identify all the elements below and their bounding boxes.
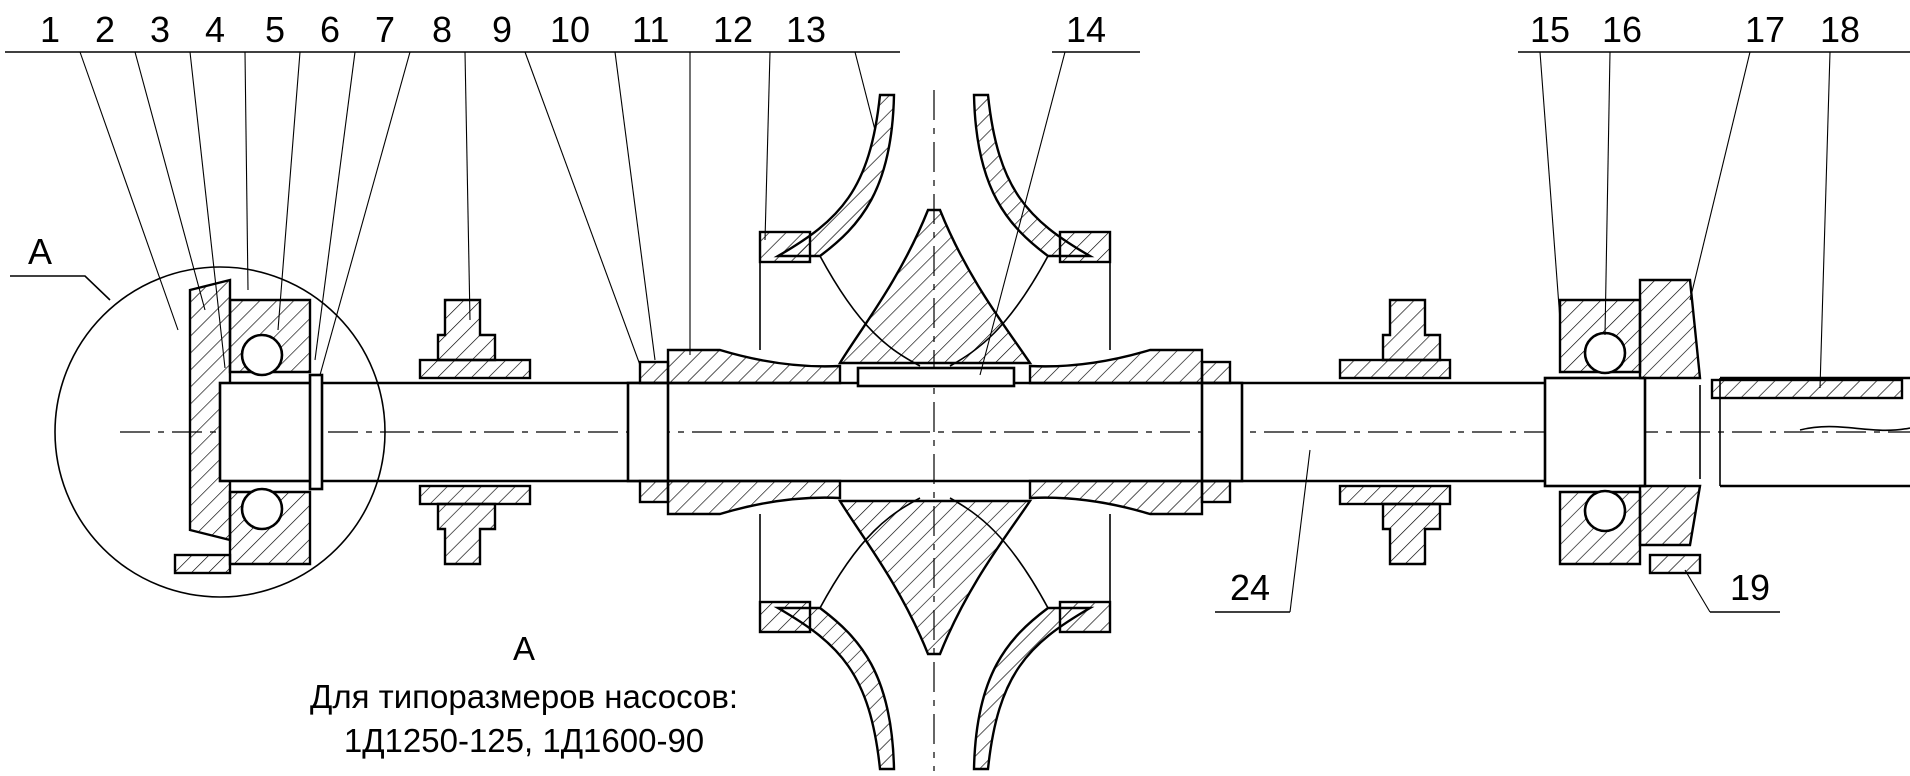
part-callouts: 1 2 3 4 5 6 7 8 9 10 11 12 13 14 15 16 1… <box>40 9 1860 608</box>
caption-title: A <box>513 630 535 667</box>
callout-3: 3 <box>150 9 170 50</box>
callout-1: 1 <box>40 9 60 50</box>
callout-7: 7 <box>375 9 395 50</box>
callout-18: 18 <box>1820 9 1860 50</box>
callout-10: 10 <box>550 9 590 50</box>
callout-6: 6 <box>320 9 340 50</box>
callout-14: 14 <box>1066 9 1106 50</box>
left-bearing-assembly <box>173 278 324 575</box>
callout-2: 2 <box>95 9 115 50</box>
callout-16: 16 <box>1602 9 1642 50</box>
callout-8: 8 <box>432 9 452 50</box>
detail-label: A <box>28 231 52 272</box>
impeller <box>666 93 1204 771</box>
callout-24: 24 <box>1230 567 1270 608</box>
callout-12: 12 <box>713 9 753 50</box>
callout-9: 9 <box>492 9 512 50</box>
shaft <box>320 376 1910 488</box>
detail-a-circle <box>54 266 386 598</box>
callout-4: 4 <box>205 9 225 50</box>
callout-13: 13 <box>786 9 826 50</box>
caption: A Для типоразмеров насосов: 1Д1250-125, … <box>310 630 738 759</box>
callout-17: 17 <box>1745 9 1785 50</box>
caption-line-1: Для типоразмеров насосов: <box>310 678 738 715</box>
callout-11: 11 <box>632 9 669 50</box>
caption-line-2: 1Д1250-125, 1Д1600-90 <box>344 722 704 759</box>
callout-5: 5 <box>265 9 285 50</box>
left-gland <box>418 298 532 566</box>
right-gland <box>1338 298 1452 566</box>
leader-lines <box>5 51 1910 613</box>
shaft-nuts <box>626 360 1244 504</box>
right-bearing-assembly <box>1543 278 1702 575</box>
callout-15: 15 <box>1530 9 1570 50</box>
callout-19: 19 <box>1730 567 1770 608</box>
